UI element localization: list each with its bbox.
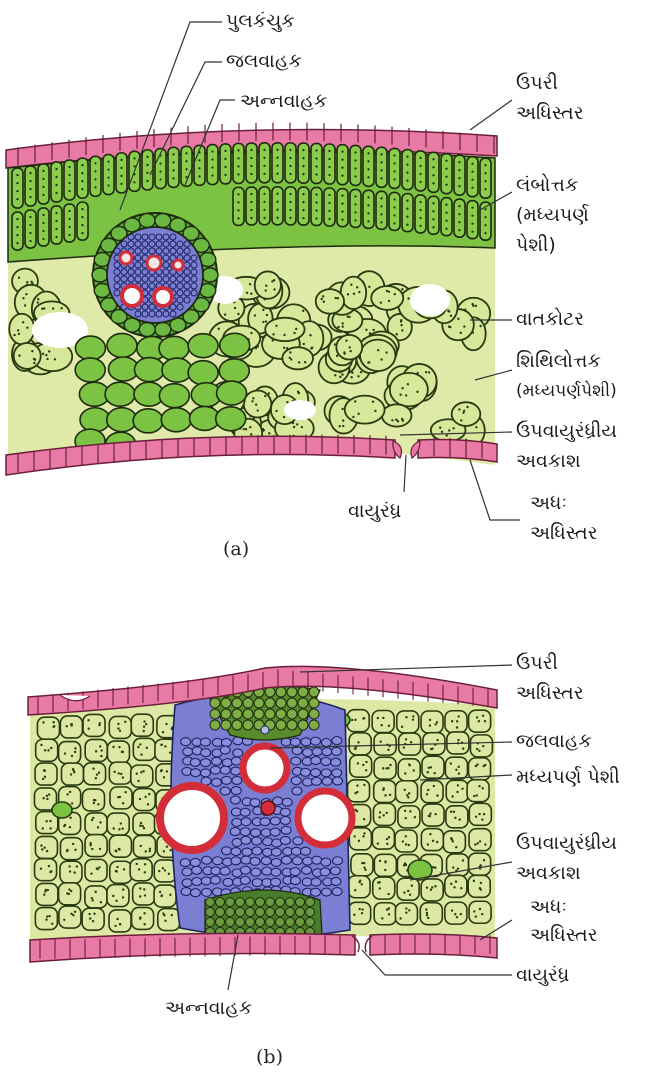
label-spongy-1: શિથિલોત્તક [516,348,601,374]
label-xylem-b: જલવાહક [516,728,592,754]
palisade-mesophyll [8,143,495,262]
label-bundle-sheath: પુલકંચુક [226,8,295,34]
label-stoma-b: વાયુરંધ્ર [516,962,569,988]
label-spongy-2: (મધ્યપર્ણપેશી) [516,378,617,404]
monocot-leaf-section [28,666,497,962]
label-phloem-b: અન્નવાહક [165,995,252,1021]
caption-b: (b) [256,1046,283,1068]
dicot-leaf-section [6,123,497,475]
label-lower-epidermis-b-2: અધિસ્તર [530,922,598,948]
label-phloem-a: અન્નવાહક [240,88,327,114]
label-air-cavity: વાતકોટર [516,306,584,332]
label-lower-epidermis-b-1: અધઃ [530,894,567,920]
label-palisade-2: (મધ્યપર્ણ [516,202,589,228]
label-stoma-a: વાયુરંધ્ર [348,498,401,524]
label-palisade-3: પેશી) [516,232,556,258]
vascular-bundle-a [92,213,218,337]
label-lower-epidermis-a-1: અધઃ [530,490,567,516]
label-palisade-1: લંબોત્તક [516,172,578,198]
label-xylem-a: જલવાહક [226,48,302,74]
caption-a: (a) [223,538,249,560]
label-upper-epidermis-b-1: ઉપરી [516,650,558,676]
label-substomatal-b-1: ઉપવાયુરંધ્રીય [516,830,617,856]
label-mesophyll-b: મધ્યપર્ણ પેશી [516,764,620,790]
label-lower-epidermis-a-2: અધિસ્તર [530,520,598,546]
label-upper-epidermis-a-2: અધિસ્તર [516,100,584,126]
label-substomatal-a-2: અવકાશ [516,448,581,474]
vascular-bundle-b [160,685,352,939]
label-substomatal-b-2: અવકાશ [516,860,581,886]
label-upper-epidermis-b-2: અધિસ્તર [516,680,584,706]
label-substomatal-a-1: ઉપવાયુરંધ્રીય [516,418,617,444]
label-upper-epidermis-a-1: ઉપરી [516,70,558,96]
lower-epidermis-b [30,933,497,962]
